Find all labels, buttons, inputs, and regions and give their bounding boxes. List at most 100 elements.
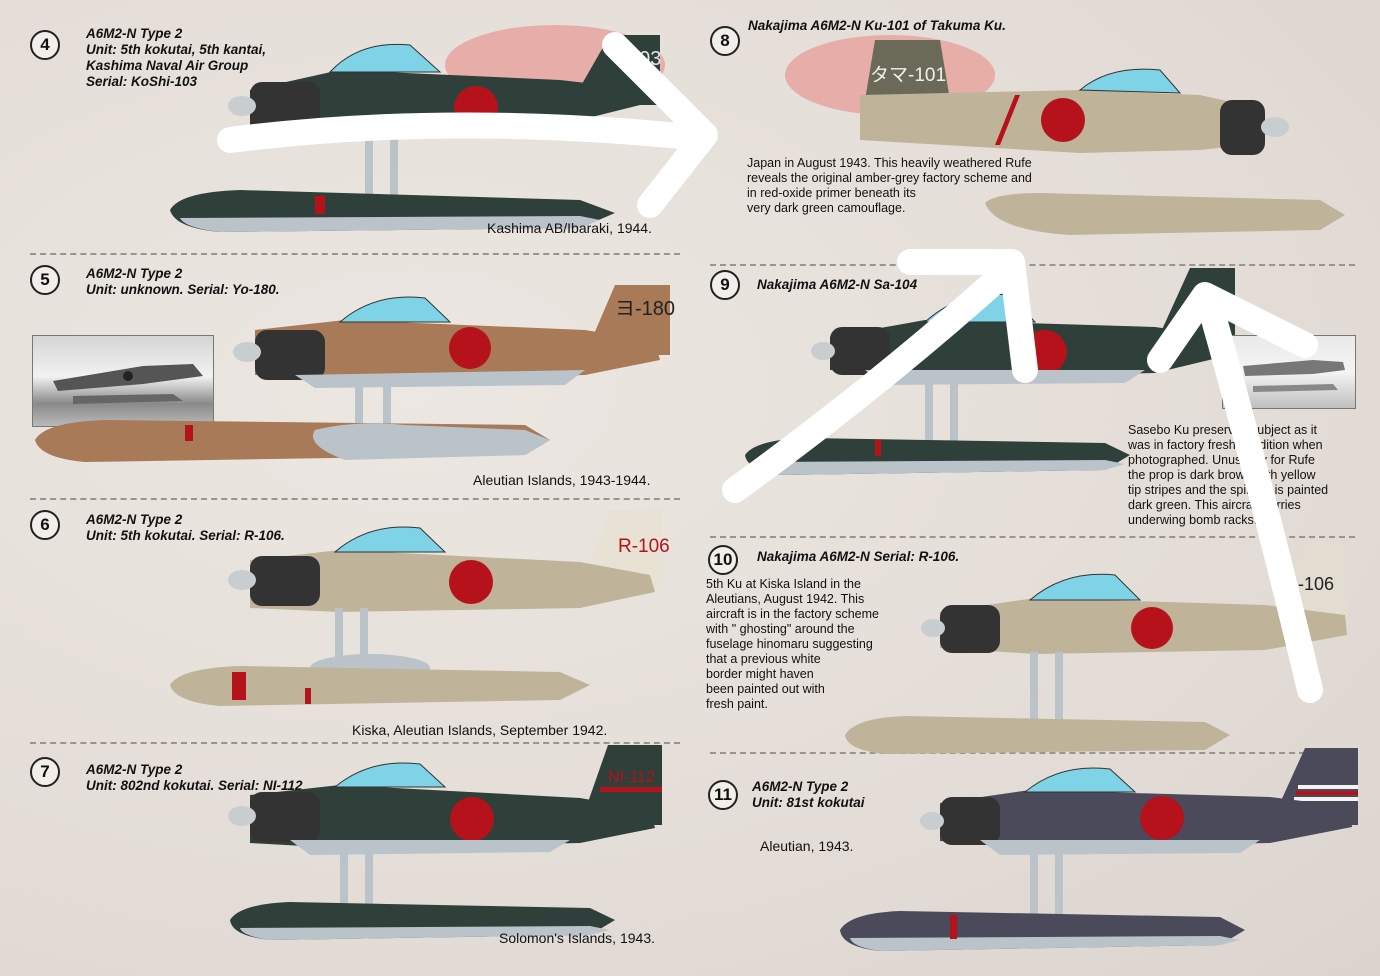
canopy: [328, 43, 442, 73]
float-strut: [360, 608, 368, 678]
underside: [295, 370, 585, 388]
profile-header-line: Nakajima A6M2-N Serial: R-106.: [757, 549, 960, 564]
tail-code: タマ-101: [870, 64, 946, 86]
profile-caption: Kashima AB/Ibaraki, 1944.: [487, 220, 652, 236]
engine-cowling: [1220, 100, 1265, 155]
aircraft-profile: NI-112: [228, 745, 662, 940]
main-float: [170, 666, 590, 706]
profile-caption: Kiska, Aleutian Islands, September 1942.: [352, 722, 608, 738]
hinomaru: [449, 560, 493, 604]
spinner: [811, 342, 835, 360]
canopy: [1028, 573, 1142, 601]
hinomaru: [450, 797, 494, 841]
tail-stripe: [1298, 785, 1358, 789]
description-line: in red-oxide primer beneath its: [747, 186, 916, 200]
aircraft-profile: 103: [170, 25, 665, 232]
tail-code: R-106: [1285, 574, 1334, 594]
description-line: fuselage hinomaru suggesting: [706, 637, 873, 651]
profile-number: 10: [708, 545, 738, 575]
spinner: [921, 619, 945, 637]
aircraft-profile: R-106: [845, 543, 1347, 754]
aircraft-profile: R-106: [170, 510, 670, 706]
float-strut: [365, 128, 373, 198]
profile-description: Sasebo Ku preserves subject as it was in…: [1128, 423, 1354, 528]
engine-cowling: [250, 556, 320, 606]
canopy: [338, 296, 452, 323]
underside: [290, 840, 570, 855]
spinner: [228, 96, 256, 116]
hinomaru: [1131, 607, 1173, 649]
profile-caption: Aleutian, 1943.: [760, 838, 854, 854]
hinomaru: [454, 86, 498, 130]
tail-code: R-106: [618, 536, 670, 557]
description-line: the prop is dark brown with yellow: [1128, 468, 1316, 482]
underside: [865, 370, 1145, 385]
profile-caption: Aleutian Islands, 1943-1944.: [473, 472, 651, 488]
reference-photo: [1222, 335, 1356, 409]
float-strut: [1055, 652, 1063, 722]
float-strut: [383, 380, 391, 440]
hinomaru: [1041, 98, 1085, 142]
profile-description: Japan in August 1943. This heavily weath…: [747, 156, 1037, 216]
spinner: [228, 806, 256, 826]
description-line: very dark green camouflage.: [747, 201, 906, 215]
profile-number: 11: [708, 780, 738, 810]
profile-header-line: A6M2-N Type 2: [86, 26, 183, 41]
profile-header-line: Unit: 81st kokutai: [752, 795, 865, 810]
description-line: photographed. Unusually for Rufe: [1128, 453, 1315, 467]
float-marking: [950, 915, 957, 939]
main-float: [985, 193, 1345, 235]
separator-left-1: [30, 253, 680, 255]
canopy: [1078, 68, 1182, 94]
profile-description: 5th Ku at Kiska Island in the Aleutians,…: [706, 577, 916, 712]
description-line: fresh paint.: [706, 697, 768, 711]
profile-header: Nakajima A6M2-N Serial: R-106.: [757, 549, 959, 565]
profile-header-line: Unit: 802nd kokutai. Serial: NI-112: [86, 778, 303, 793]
profile-number: 9: [710, 270, 740, 300]
profile-header-line: A6M2-N Type 2: [86, 762, 183, 777]
profile-header: A6M2-N Type 2 Unit: unknown. Serial: Yo-…: [86, 266, 280, 298]
profile-header-line: Serial: KoShi-103: [86, 74, 198, 89]
tail-stripe: [1294, 797, 1358, 801]
main-float: [845, 716, 1230, 754]
separator-left-3: [30, 742, 680, 744]
float-strut: [335, 608, 343, 678]
float-strut: [365, 845, 373, 920]
canopy: [923, 293, 1037, 323]
engine-cowling: [255, 330, 325, 380]
hinomaru: [1023, 330, 1067, 374]
profile-number: 8: [710, 26, 740, 56]
hinomaru: [1140, 796, 1184, 840]
canopy: [1023, 767, 1137, 793]
engine-cowling: [940, 797, 1000, 845]
description-line: that a previous white: [706, 652, 821, 666]
float-marking: [315, 196, 325, 214]
float-strut: [390, 128, 398, 198]
description-line: reveals the original amber-grey factory …: [747, 171, 1032, 185]
description-line: 5th Ku at Kiska Island in the: [706, 577, 861, 591]
canopy: [333, 762, 447, 788]
float-strut: [950, 375, 958, 445]
profile-header-line: Unit: 5th kokutai, 5th kantai,: [86, 42, 267, 57]
profile-header-line: Nakajima A6M2-N Ku-101 of Takuma Ku.: [748, 18, 1006, 33]
tail-code: 103: [628, 48, 661, 70]
canopy: [333, 526, 447, 553]
float-strut: [355, 380, 363, 440]
profile-header: A6M2-N Type 2 Unit: 5th kokutai. Serial:…: [86, 512, 285, 544]
description-line: border might haven: [706, 667, 814, 681]
tail-code: NI-112: [608, 769, 655, 786]
underside: [280, 125, 560, 135]
profile-header-line: Unit: 5th kokutai. Serial: R-106.: [86, 528, 285, 543]
profile-header: A6M2-N Type 2 Unit: 802nd kokutai. Seria…: [86, 762, 303, 794]
profile-header: A6M2-N Type 2 Unit: 81st kokutai: [752, 779, 865, 811]
float-underside: [180, 216, 600, 232]
float-underside: [313, 423, 550, 460]
float-strut: [340, 845, 348, 920]
float-strut: [925, 375, 933, 445]
tail-code: ヨ-180: [615, 298, 675, 320]
float-underside: [240, 926, 610, 940]
float-marking: [305, 688, 311, 704]
profile-header-line: A6M2-N Type 2: [86, 266, 183, 281]
profile-caption: Solomon's Islands, 1943.: [499, 930, 655, 946]
